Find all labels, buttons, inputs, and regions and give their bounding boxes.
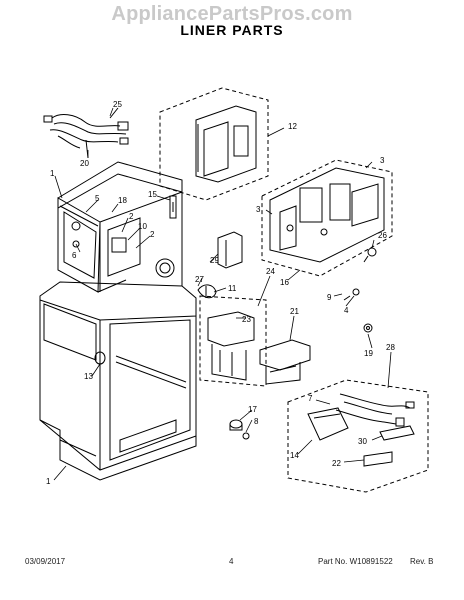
callout-8: 8 xyxy=(254,417,259,426)
callout-1-top: 1 xyxy=(50,169,55,178)
callout-3-a: 3 xyxy=(380,156,385,165)
callout-15: 15 xyxy=(148,190,157,199)
footer-revision: Rev. B xyxy=(410,557,434,566)
air-tower-inner xyxy=(269,167,385,263)
water-reservoir-part xyxy=(259,339,311,385)
callout-28: 28 xyxy=(386,343,395,352)
air-tower-part xyxy=(261,159,393,277)
callout-11: 11 xyxy=(228,284,237,293)
callout-29: 29 xyxy=(210,256,219,265)
callout-19: 19 xyxy=(364,349,373,358)
callout-6: 6 xyxy=(72,251,77,260)
callout-23: 23 xyxy=(242,315,251,324)
footer-date: 03/09/2017 xyxy=(25,557,66,566)
callout-20: 20 xyxy=(80,159,89,168)
ice-maker-kit-part xyxy=(287,379,429,493)
control-box-part xyxy=(159,87,269,201)
callout-18: 18 xyxy=(118,196,127,205)
callout-12: 12 xyxy=(288,122,297,131)
callout-24: 24 xyxy=(266,267,275,276)
callout-5: 5 xyxy=(95,194,100,203)
callout-21: 21 xyxy=(290,307,299,316)
upper-liner-part xyxy=(57,161,183,293)
callout-25: 25 xyxy=(113,100,122,109)
callout-9: 9 xyxy=(327,293,332,302)
callout-labels: 25 20 1 5 18 15 2 10 2 6 29 27 11 12 3 3… xyxy=(46,100,395,486)
screw-part xyxy=(343,247,377,301)
callout-17: 17 xyxy=(248,405,257,414)
callout-3-b: 3 xyxy=(256,205,261,214)
callout-7: 7 xyxy=(308,394,313,403)
control-box-inner xyxy=(195,105,257,183)
callout-2-a: 2 xyxy=(129,212,134,221)
water-filter-housing-part xyxy=(199,295,267,387)
footer-page-number: 4 xyxy=(229,557,234,566)
callout-14: 14 xyxy=(290,451,299,460)
callout-22: 22 xyxy=(332,459,341,468)
lower-liner-part xyxy=(39,281,197,481)
callout-27: 27 xyxy=(195,275,204,284)
callout-26: 26 xyxy=(378,231,387,240)
watermark: AppliancePartsPros.com xyxy=(111,3,353,25)
leader-lines xyxy=(53,107,392,481)
page-title: LINER PARTS xyxy=(180,22,284,38)
callout-10: 10 xyxy=(138,222,147,231)
bolt-part xyxy=(229,419,250,440)
grommet-part xyxy=(363,323,373,333)
callout-13: 13 xyxy=(84,372,93,381)
callout-16: 16 xyxy=(280,278,289,287)
callout-30: 30 xyxy=(358,437,367,446)
wire-harness-part xyxy=(43,107,129,159)
callout-2-b: 2 xyxy=(150,230,155,239)
callout-4: 4 xyxy=(344,306,349,315)
callout-1-bottom: 1 xyxy=(46,477,51,486)
footer-part-number: Part No. W10891522 xyxy=(318,557,393,566)
